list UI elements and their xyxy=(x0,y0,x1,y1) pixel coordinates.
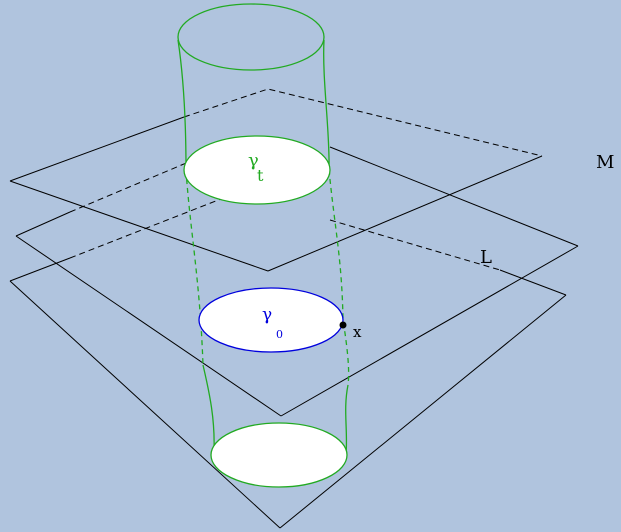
tube-right-side-hidden xyxy=(328,169,350,386)
plane-m xyxy=(9,88,543,272)
bottom-plane-edge-right-top-visible xyxy=(499,269,567,296)
plane-m-edge-left-bottom xyxy=(9,180,269,272)
plane-l-edge-right-bottom xyxy=(280,245,579,417)
gamma-t-symbol: γ xyxy=(248,150,259,171)
tube-right-side-lower xyxy=(345,384,349,456)
point-x-label: x xyxy=(353,323,362,341)
gamma-t-curve xyxy=(183,135,331,205)
tube-left-side-lower xyxy=(202,364,215,451)
plane-l-edge-left-top-visible xyxy=(15,211,71,237)
point-x-marker xyxy=(339,321,347,329)
bottom-disk xyxy=(210,422,348,488)
tube-right-side-upper xyxy=(323,39,330,171)
tube xyxy=(177,3,350,456)
plane-l xyxy=(15,146,579,417)
gamma-t-subscript: t xyxy=(257,166,264,185)
tube-left-side-hidden xyxy=(185,169,204,366)
plane-l-edge-left-bottom xyxy=(15,235,282,417)
plane-m-label: M xyxy=(596,152,614,173)
gamma-0-curve xyxy=(198,287,344,353)
tube-top-ellipse xyxy=(177,3,325,71)
bottom-plane xyxy=(9,187,567,529)
gamma-0-symbol: γ xyxy=(262,305,272,325)
plane-m-edge-right-bottom xyxy=(267,155,543,272)
plane-l-edge-right-top-visible xyxy=(329,146,579,247)
plane-m-edge-left-top-visible xyxy=(9,116,185,182)
bottom-plane-edge-right-bottom xyxy=(279,294,567,529)
tube-left-side-upper xyxy=(177,39,187,171)
plane-l-label: L xyxy=(480,247,492,268)
plane-l-edge-top-hidden xyxy=(69,152,211,213)
gamma-0-subscript: 0 xyxy=(276,328,283,341)
bottom-plane-edge-left-top-visible xyxy=(9,257,71,282)
bottom-plane-edge-left-bottom xyxy=(9,280,281,529)
